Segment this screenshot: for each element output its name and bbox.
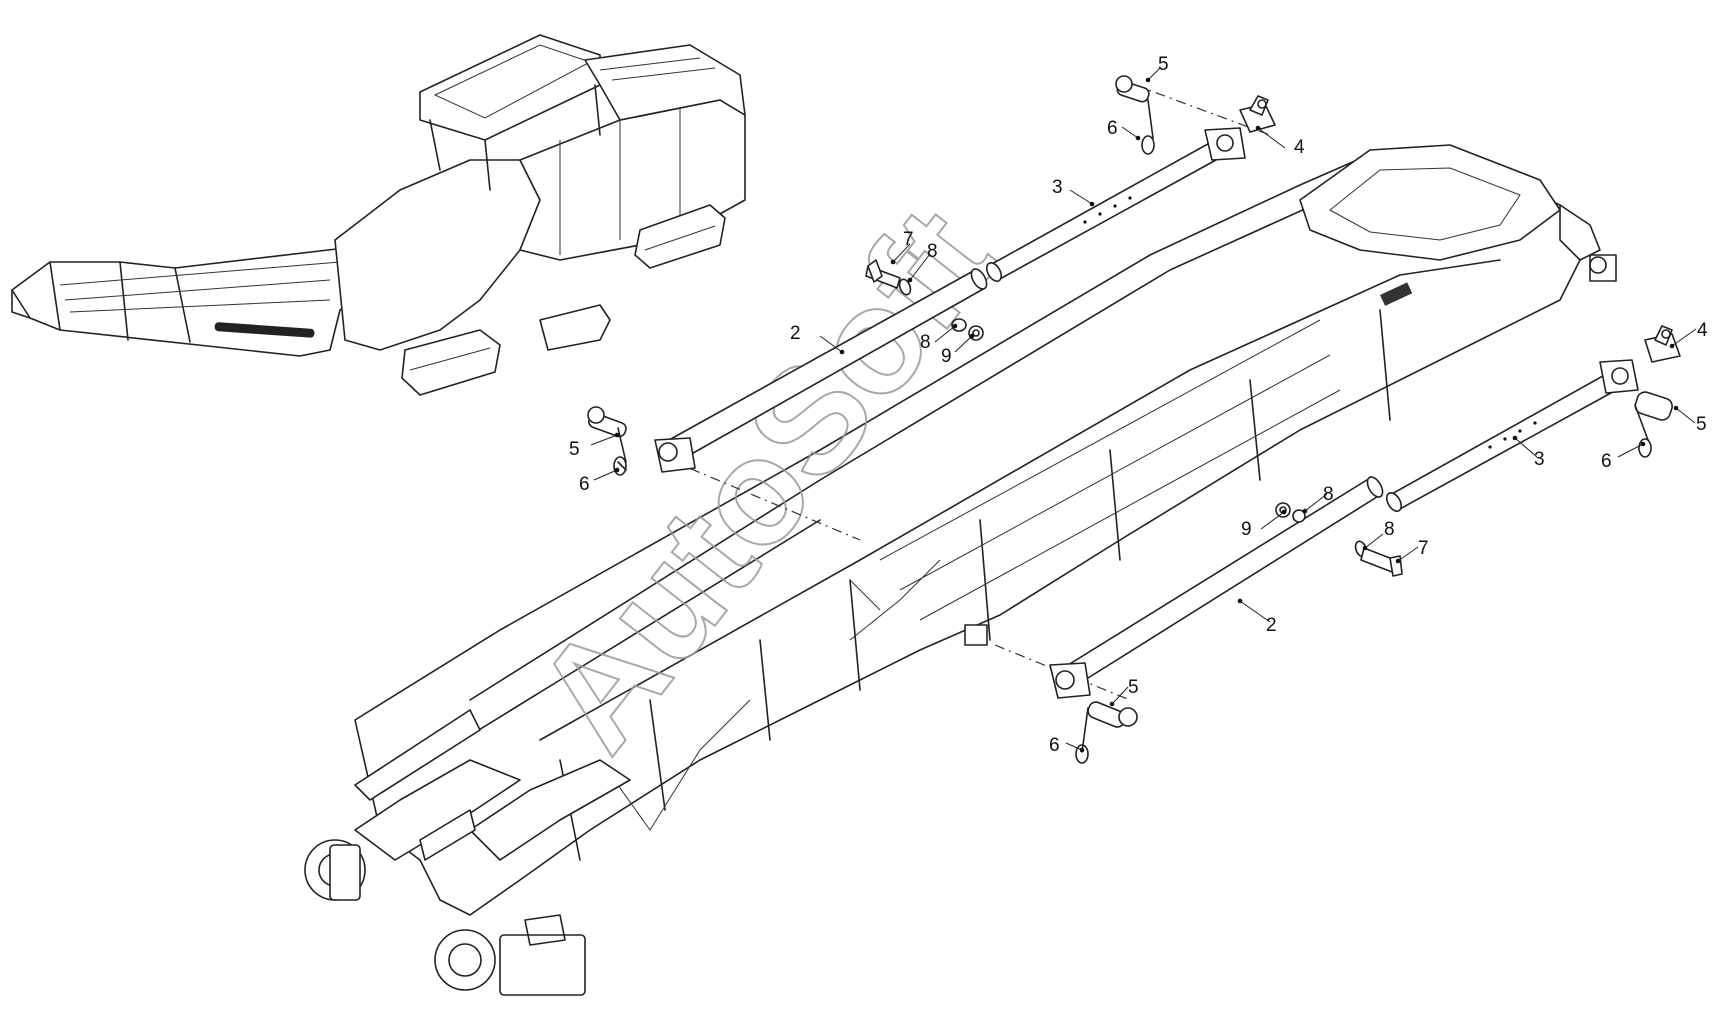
callout-9: 9	[941, 346, 952, 367]
callout-6: 6	[1601, 451, 1612, 472]
callout-7: 7	[903, 229, 914, 250]
washer-8-upper-a	[898, 278, 912, 296]
clip-6-lower	[1075, 707, 1089, 764]
callout-8: 8	[1323, 484, 1334, 505]
callout-6: 6	[1049, 735, 1060, 756]
pin-5-lower	[1087, 701, 1138, 728]
callout-7: 7	[1418, 538, 1429, 559]
cylinder-3-right	[1385, 359, 1639, 512]
callout-labels: 5 6 4 3 7 8 2 8 9 5 6 4 5 3 6 8 9 8 7 2 …	[569, 54, 1708, 756]
machine-overview	[11, 34, 746, 396]
callout-6: 6	[579, 474, 590, 495]
callout-5: 5	[569, 439, 580, 460]
callout-5: 5	[1696, 414, 1707, 435]
pin-5-upper-right	[1115, 75, 1150, 103]
callout-leaders	[590, 67, 1697, 751]
callout-6: 6	[1107, 118, 1118, 139]
callout-8: 8	[927, 241, 938, 262]
callout-3: 3	[1052, 177, 1063, 198]
pin-5-right	[1634, 391, 1673, 421]
callout-9: 9	[1241, 519, 1252, 540]
callout-4: 4	[1697, 320, 1708, 341]
callout-4: 4	[1294, 137, 1305, 158]
clip-6-upper-right	[1141, 99, 1155, 155]
callout-2: 2	[790, 323, 801, 344]
callout-dots	[614, 77, 1679, 753]
bracket-4-right	[1644, 325, 1681, 363]
cylinder-3-upper	[985, 127, 1246, 282]
washer-8-lower-a	[1292, 509, 1306, 523]
cylinder-2-lower	[1049, 476, 1384, 699]
axis-upper-left	[669, 459, 861, 541]
bracket-4-upper	[1239, 95, 1276, 133]
clip-6-upper-left	[613, 427, 627, 476]
front-pulley-left	[304, 839, 366, 901]
callout-8: 8	[1384, 519, 1395, 540]
callout-5: 5	[1128, 677, 1139, 698]
callout-2: 2	[1266, 615, 1277, 636]
clip-6-right	[1634, 404, 1652, 458]
callout-5: 5	[1158, 54, 1169, 75]
callout-8: 8	[920, 332, 931, 353]
cylinder-2-upper	[654, 268, 988, 473]
bolt-7-upper	[865, 259, 901, 289]
callout-3: 3	[1534, 449, 1545, 470]
bolt-7-lower	[1360, 547, 1403, 577]
conveyor-frame	[304, 144, 1617, 996]
front-pulley-right	[434, 914, 586, 996]
pin-5-upper-left	[587, 406, 627, 438]
